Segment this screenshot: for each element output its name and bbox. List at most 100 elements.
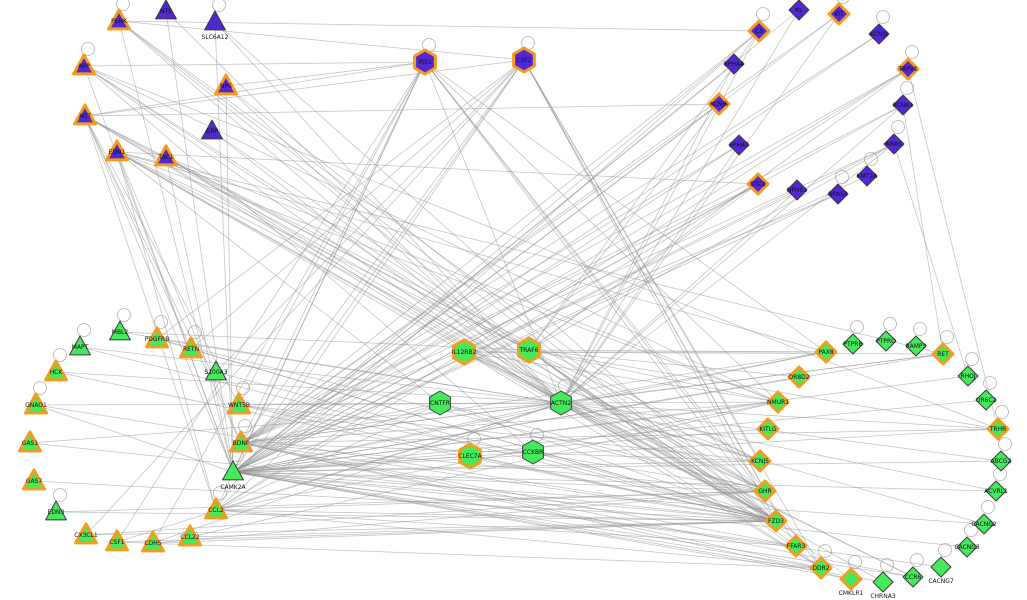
node-shape-FFAR3[interactable] <box>784 534 808 558</box>
node-EDN1[interactable]: EDN1 <box>105 139 129 162</box>
node-NPAS3[interactable]: NPAS3 <box>827 183 849 205</box>
node-CSF2[interactable]: CSF2 <box>512 46 536 74</box>
node-shape-NTS[interactable] <box>155 0 177 20</box>
node-TRAF6[interactable]: TRAF6 <box>517 336 541 364</box>
node-shape-C3[interactable] <box>747 19 771 43</box>
node-shape-KCNJ9[interactable] <box>868 23 890 45</box>
node-shape-NPS[interactable] <box>214 73 238 96</box>
node-RETN[interactable]: RETN <box>179 336 203 359</box>
node-MBL2[interactable]: MBL2 <box>109 320 131 341</box>
node-GAS1[interactable]: GAS1 <box>18 430 42 453</box>
node-PDGFRB[interactable]: PDGFRB <box>145 326 170 349</box>
node-KRAS[interactable]: KRAS <box>883 133 905 155</box>
node-MAPT[interactable]: MAPT <box>69 335 91 356</box>
node-shape-GHR[interactable] <box>753 479 777 503</box>
node-shape-RETN[interactable] <box>179 336 203 359</box>
node-EDN3[interactable]: EDN3 <box>45 500 67 521</box>
node-shape-EDN3[interactable] <box>45 500 67 521</box>
node-HCK[interactable]: HCK <box>44 359 68 382</box>
node-shape-KCNA1[interactable] <box>892 94 914 116</box>
node-shape-TRHR[interactable] <box>986 417 1010 441</box>
node-GNAO1[interactable]: GNAO1 <box>24 392 48 415</box>
node-shape-GNAO1[interactable] <box>24 392 48 415</box>
node-shape-NPHS1[interactable] <box>786 179 808 201</box>
node-C3[interactable]: C3 <box>747 19 771 43</box>
node-KITLG[interactable]: KITLG <box>756 417 780 441</box>
node-IL12RB2[interactable]: IL12RB2 <box>452 338 477 366</box>
node-shape-AGT[interactable] <box>73 103 97 126</box>
node-shape-EDN1[interactable] <box>105 139 129 162</box>
node-shape-PTPRB[interactable] <box>842 333 864 355</box>
node-shape-CNTFR[interactable] <box>429 390 451 416</box>
node-shape-FZD3[interactable] <box>764 509 788 533</box>
node-OR8D2[interactable]: OR8D2 <box>787 365 811 389</box>
node-ABCG2[interactable]: ABCG2 <box>990 450 1012 472</box>
node-shape-IRS1[interactable] <box>413 48 437 76</box>
node-shape-ACTN2[interactable] <box>550 390 572 416</box>
node-shape-AVP[interactable] <box>72 53 96 76</box>
node-shape-PDGFRB[interactable] <box>145 326 169 349</box>
node-KMT2A[interactable]: KMT2A <box>856 165 879 187</box>
node-shape-KMT2A[interactable] <box>856 165 878 187</box>
node-shape-EPHA4[interactable] <box>723 53 745 75</box>
node-shape-OR8D2[interactable] <box>787 365 811 389</box>
node-shape-RET[interactable] <box>931 342 955 366</box>
node-TRHR[interactable]: TRHR <box>986 417 1010 441</box>
node-CACNG3[interactable]: CACNG3 <box>954 536 980 558</box>
node-shape-CCL2[interactable] <box>204 497 228 520</box>
node-shape-KCNJ5[interactable] <box>748 449 772 473</box>
node-shape-RHOJ[interactable] <box>957 365 979 387</box>
node-shape-CACNG7[interactable] <box>930 556 952 578</box>
node-shape-HCK[interactable] <box>44 359 68 382</box>
node-CCKBR[interactable]: CCKBR <box>522 439 544 465</box>
node-shape-CCKBR[interactable] <box>522 439 544 465</box>
node-RHOJ[interactable]: RHOJ <box>957 365 979 387</box>
node-shape-PTPRO[interactable] <box>875 330 897 352</box>
node-shape-ACVRL1[interactable] <box>985 480 1007 502</box>
node-shape-S100A3[interactable] <box>205 360 227 381</box>
node-CHRNA3[interactable]: CHRNA3 <box>870 571 896 600</box>
node-EPHA7[interactable]: EPHA7 <box>728 134 750 156</box>
node-KCNJ5[interactable]: KCNJ5 <box>748 449 772 473</box>
node-shape-CCR6[interactable] <box>902 566 924 588</box>
node-shape-CDH5[interactable] <box>141 530 165 553</box>
node-shape-CHRNA3[interactable] <box>872 571 894 593</box>
node-NPHS1[interactable]: NPHS1 <box>786 179 808 201</box>
node-shape-KCNJ6[interactable] <box>707 92 731 116</box>
node-TRPV1[interactable]: TRPV1 <box>896 57 920 81</box>
node-shape-CACNG2[interactable] <box>973 513 995 535</box>
node-shape-PENK[interactable] <box>107 8 131 31</box>
node-shape-CSF2[interactable] <box>512 46 536 74</box>
node-shape-ABCG2[interactable] <box>990 450 1012 472</box>
node-shape-EPHA7[interactable] <box>728 134 750 156</box>
node-shape-CAMK2A[interactable] <box>222 460 244 481</box>
node-shape-MAPT[interactable] <box>69 335 91 356</box>
node-shape-KITLG[interactable] <box>756 417 780 441</box>
node-CCR6[interactable]: CCR6 <box>902 566 924 588</box>
node-SLC6A12[interactable]: SLC6A12 <box>202 10 229 41</box>
node-PENK[interactable]: PENK <box>107 8 131 31</box>
node-shape-IL12RB2[interactable] <box>452 338 476 366</box>
node-shape-STC2[interactable] <box>746 172 770 196</box>
node-NTS[interactable]: NTS <box>155 0 177 20</box>
node-shape-CACNG3[interactable] <box>956 536 978 558</box>
node-KCNA1[interactable]: KCNA1 <box>892 94 914 116</box>
node-shape-KIT[interactable] <box>827 2 851 26</box>
node-KIT[interactable]: KIT <box>827 2 851 26</box>
node-KCNJ6[interactable]: KCNJ6 <box>707 92 731 116</box>
node-shape-KL[interactable] <box>788 0 810 21</box>
node-shape-TRPV1[interactable] <box>896 57 920 81</box>
node-STC2[interactable]: STC2 <box>746 172 770 196</box>
node-shape-GRP[interactable] <box>201 119 223 140</box>
node-shape-CX3CL1[interactable] <box>74 522 98 545</box>
node-shape-BDNF[interactable] <box>229 430 253 453</box>
node-shape-TAC1[interactable] <box>154 144 178 167</box>
node-RAMP3[interactable]: RAMP3 <box>905 335 927 357</box>
node-KCNJ9[interactable]: KCNJ9 <box>868 23 890 45</box>
node-AVP[interactable]: AVP <box>72 53 96 76</box>
node-shape-PAX8[interactable] <box>814 340 838 364</box>
node-GAS7[interactable]: GAS7 <box>22 468 46 491</box>
node-TAC1[interactable]: TAC1 <box>154 144 178 167</box>
node-CACNG7[interactable]: CACNG7 <box>928 556 954 585</box>
